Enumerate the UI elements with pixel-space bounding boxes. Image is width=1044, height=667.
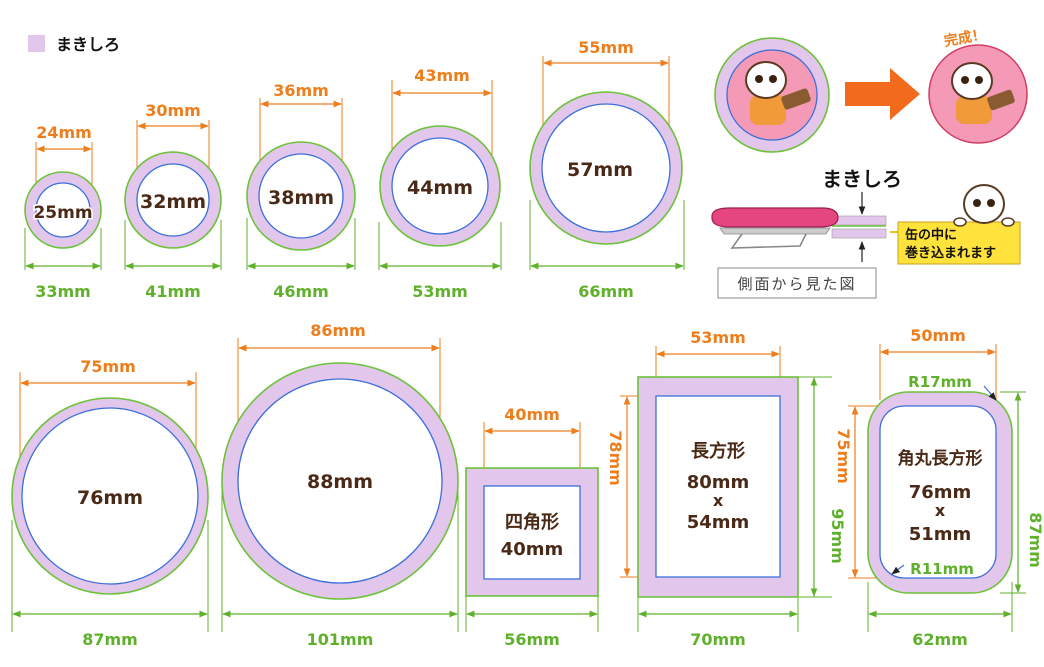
face-size-label: 24mm: [36, 123, 92, 142]
badge-square-40mm: 40mm 四角形 40mm 56mm: [465, 405, 599, 649]
legend-swatch: [28, 35, 45, 52]
before-badge-illustration: [714, 37, 830, 153]
badge-name-label: 32mm: [140, 191, 206, 213]
skull-character-icon: [951, 62, 1015, 124]
side-view-note-line2: 巻き込まれます: [904, 245, 996, 261]
badge-rounded-rectangle-76x51mm: 50mm R17mm 75mm 87mm 角丸長方形 76mm x 51mm R…: [834, 326, 1044, 649]
badge-circle-76mm: 75mm 76mm 87mm: [11, 357, 209, 649]
completed-badge-illustration: 完成！: [928, 26, 1028, 144]
outer-size-label: 53mm: [412, 282, 468, 301]
badge-name-line1: 四角形: [505, 511, 559, 533]
face-width-label: 53mm: [690, 328, 746, 347]
face-height-label: 75mm: [834, 428, 853, 484]
badge-name-line2: 80mm: [687, 472, 750, 493]
outer-width-label: 70mm: [690, 630, 746, 649]
face-size-label: 43mm: [414, 66, 470, 85]
skull-mascot-icon: [953, 184, 1015, 227]
outer-height-label: 95mm: [828, 508, 847, 564]
side-view-caption-box: [717, 267, 877, 299]
legend: まきしろ: [28, 35, 120, 54]
badge-name-label: 44mm: [407, 177, 473, 199]
badge-circle-25mm: 24mm 25mm 33mm: [24, 123, 102, 301]
face-size-label: 75mm: [80, 357, 136, 376]
side-view-diagram: まきしろ 缶の中に 巻き込まれます 側面から見た図: [711, 167, 1021, 299]
arrow-right-icon: [845, 68, 920, 120]
outer-size-label: 66mm: [578, 282, 634, 301]
outer-height-label: 87mm: [1026, 512, 1044, 568]
badge-circle-44mm: 43mm 44mm 53mm: [378, 66, 502, 301]
outer-size-label: 56mm: [504, 630, 560, 649]
skull-character-icon: [745, 61, 811, 125]
face-size-label: 86mm: [310, 321, 366, 340]
badge-name-line2: 76mm: [909, 482, 972, 503]
inner-radius-label: R11mm: [910, 560, 974, 578]
face-size-label: 40mm: [504, 405, 560, 424]
outer-size-label: 101mm: [307, 630, 374, 649]
face-height-label: 78mm: [606, 430, 625, 486]
outer-radius-label: R17mm: [908, 373, 972, 391]
badge-name-label: 38mm: [268, 187, 334, 209]
badge-name-line3: x: [935, 501, 946, 520]
badge-name-label: 76mm: [77, 487, 143, 509]
legend-label: まきしろ: [56, 35, 120, 54]
outer-size-label: 46mm: [273, 282, 329, 301]
badge-name-line1: 長方形: [691, 440, 745, 462]
badge-circle-38mm: 36mm 38mm 46mm: [246, 81, 356, 301]
side-view-note-box: [897, 221, 1021, 265]
outer-width-label: 62mm: [912, 630, 968, 649]
face-width-label: 50mm: [910, 326, 966, 345]
badge-name-line4: 51mm: [909, 524, 972, 545]
badge-name-label: 57mm: [567, 159, 633, 181]
face-size-label: 36mm: [273, 81, 329, 100]
badge-rectangle-80x54mm: 53mm 78mm 95mm 長方形 80mm x 54mm 70mm: [606, 328, 847, 649]
side-view-title: まきしろ: [822, 167, 902, 191]
side-view-note-line1: 缶の中に: [905, 227, 957, 243]
badge-circle-32mm: 30mm 32mm 41mm: [124, 101, 222, 301]
face-size-label: 30mm: [145, 101, 201, 120]
badge-name-line3: x: [713, 491, 724, 510]
badge-circle-57mm: 55mm 57mm 66mm: [529, 38, 685, 301]
face-size-label: 55mm: [578, 38, 634, 57]
badge-name-label: 88mm: [307, 471, 373, 493]
outer-size-label: 87mm: [82, 630, 138, 649]
badge-name-line2: 40mm: [501, 539, 564, 560]
outer-size-label: 33mm: [35, 282, 91, 301]
outer-size-label: 41mm: [145, 282, 201, 301]
badge-name-line1: 角丸長方形: [898, 448, 983, 469]
badge-name-line4: 54mm: [687, 512, 750, 533]
badge-circle-88mm: 86mm 88mm 101mm: [221, 321, 459, 649]
side-view-caption: 側面から見た図: [737, 275, 856, 293]
badge-name-label: 25mm: [33, 203, 92, 223]
